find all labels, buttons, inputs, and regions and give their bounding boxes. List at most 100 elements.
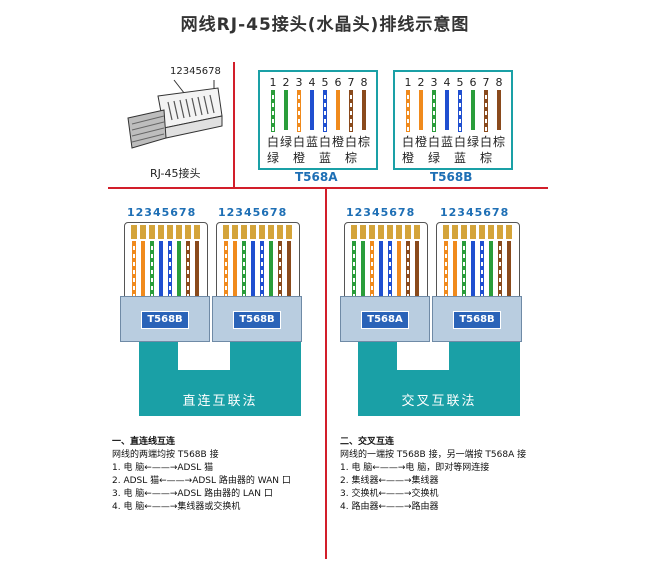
straight-right-tag: T568B bbox=[233, 311, 281, 329]
t568a-pin-number: 8 bbox=[360, 76, 368, 89]
t568b-wire bbox=[406, 90, 410, 132]
t568b-wire-name: 白 橙 bbox=[401, 135, 414, 165]
cr-head-pin-contact bbox=[443, 225, 449, 239]
sr-head-wire bbox=[287, 241, 291, 299]
sl-head-pin-contact bbox=[167, 225, 173, 239]
t568a-wire-name: 白 棕 bbox=[344, 135, 357, 165]
cr-head-wire bbox=[498, 241, 502, 301]
divider-vertical-bottom bbox=[325, 189, 327, 559]
sr-head-wire bbox=[269, 241, 273, 299]
cross-left-connector: T568A bbox=[340, 218, 430, 342]
t568b-pin-number: 7 bbox=[482, 76, 490, 89]
cr-head-pin-contact bbox=[497, 225, 503, 239]
t568a-wire-name: 白 绿 bbox=[266, 135, 279, 165]
sl-head-pin-contact bbox=[131, 225, 137, 239]
cl-head-pin-contact bbox=[414, 225, 420, 239]
cl-head-wire bbox=[406, 241, 410, 301]
cr-head-pin-contact bbox=[488, 225, 494, 239]
sl-head-wire bbox=[132, 241, 136, 301]
t568a-pin-number: 2 bbox=[282, 76, 290, 89]
t568b-wire bbox=[458, 90, 462, 132]
cr-head-wire bbox=[462, 241, 466, 301]
t568b-wire bbox=[419, 90, 423, 130]
notes-straight-item: 2. ADSL 猫←——→ADSL 路由器的 WAN 口 bbox=[112, 476, 291, 486]
t568a-pin-number: 1 bbox=[269, 76, 277, 89]
rj45-connector-illustration bbox=[127, 79, 223, 149]
t568b-wire-name: 白 蓝 bbox=[453, 135, 466, 165]
cr-head-wire bbox=[453, 241, 457, 299]
t568b-wire bbox=[471, 90, 475, 130]
cross-cable-gap bbox=[397, 340, 449, 370]
cl-head-pin-contact bbox=[369, 225, 375, 239]
t568a-wire bbox=[323, 90, 327, 132]
sl-head-pin-contact bbox=[194, 225, 200, 239]
t568a-pin-number: 7 bbox=[347, 76, 355, 89]
cl-head-wire bbox=[361, 241, 365, 299]
cl-head-wire bbox=[397, 241, 401, 299]
sr-head-pin-contact bbox=[268, 225, 274, 239]
cl-head-pin-contact bbox=[387, 225, 393, 239]
straight-left-connector: T568B bbox=[120, 218, 210, 342]
cr-head-pin-contact bbox=[461, 225, 467, 239]
notes-cross-item: 2. 集线器←——→集线器 bbox=[340, 476, 439, 486]
notes-cross-item: 1. 电 脑←——→电 脑，即对等网连接 bbox=[340, 463, 490, 473]
t568a-wire bbox=[284, 90, 288, 130]
t568a-wire bbox=[310, 90, 314, 130]
sl-head-pin-contact bbox=[185, 225, 191, 239]
sl-head-pin-contact bbox=[176, 225, 182, 239]
straight-left-tag: T568B bbox=[141, 311, 189, 329]
t568b-wire bbox=[432, 90, 436, 132]
t568b-wire-name: 蓝 bbox=[440, 135, 453, 149]
notes-cross-item: 4. 路由器←——→路由器 bbox=[340, 502, 439, 512]
sr-head-pin-contact bbox=[277, 225, 283, 239]
cl-head-pin-contact bbox=[351, 225, 357, 239]
t568a-wire bbox=[362, 90, 366, 130]
sr-head-pin-contact bbox=[259, 225, 265, 239]
t568a-wire-name: 白 橙 bbox=[292, 135, 305, 165]
cr-head-wire bbox=[489, 241, 493, 299]
sl-head-wire bbox=[141, 241, 145, 299]
t568b-wire-name: 橙 bbox=[414, 135, 427, 149]
straight-right-pin-numbers: 12345678 bbox=[218, 206, 288, 219]
sl-head-wire bbox=[150, 241, 154, 301]
cl-head-wire bbox=[379, 241, 383, 299]
cr-head-wire bbox=[507, 241, 511, 299]
sl-head-pin-contact bbox=[149, 225, 155, 239]
cl-head-wire bbox=[415, 241, 419, 299]
cr-head-wire bbox=[480, 241, 484, 301]
cr-head-pin-contact bbox=[479, 225, 485, 239]
t568b-wire-name: 绿 bbox=[466, 135, 479, 149]
cr-head-pin-contact bbox=[470, 225, 476, 239]
t568b-pin-number: 4 bbox=[443, 76, 451, 89]
t568a-pin-number: 4 bbox=[308, 76, 316, 89]
t568b-pin-number: 5 bbox=[456, 76, 464, 89]
t568a-wire-name: 棕 bbox=[357, 135, 370, 149]
t568b-wire-name: 棕 bbox=[492, 135, 505, 149]
t568b-wire-name: 白 棕 bbox=[479, 135, 492, 165]
sr-head-pin-contact bbox=[223, 225, 229, 239]
sr-head-wire bbox=[224, 241, 228, 301]
cl-head-wire bbox=[370, 241, 374, 301]
t568b-wire bbox=[445, 90, 449, 130]
divider-vertical-top bbox=[233, 62, 235, 187]
t568b-wire-name: 白 绿 bbox=[427, 135, 440, 165]
t568a-wire bbox=[336, 90, 340, 130]
sr-head-pin-contact bbox=[232, 225, 238, 239]
straight-cable-label: 直连互联法 bbox=[182, 394, 258, 409]
t568a-wire-name: 橙 bbox=[331, 135, 344, 149]
notes-straight-sub: 网线的两端均按 T568B 接 bbox=[112, 450, 219, 460]
sl-head-wire bbox=[195, 241, 199, 299]
cr-head-pin-contact bbox=[452, 225, 458, 239]
sr-head-wire bbox=[251, 241, 255, 299]
sr-head-pin-contact bbox=[241, 225, 247, 239]
sr-head-pin-contact bbox=[250, 225, 256, 239]
cross-right-pin-numbers: 12345678 bbox=[440, 206, 510, 219]
t568b-wire bbox=[497, 90, 501, 130]
t568a-pin-number: 3 bbox=[295, 76, 303, 89]
t568b-pin-number: 8 bbox=[495, 76, 503, 89]
cross-right-tag: T568B bbox=[453, 311, 501, 329]
t568b-pin-number: 1 bbox=[404, 76, 412, 89]
cross-left-tag: T568A bbox=[361, 311, 409, 329]
cr-head-pin-contact bbox=[506, 225, 512, 239]
